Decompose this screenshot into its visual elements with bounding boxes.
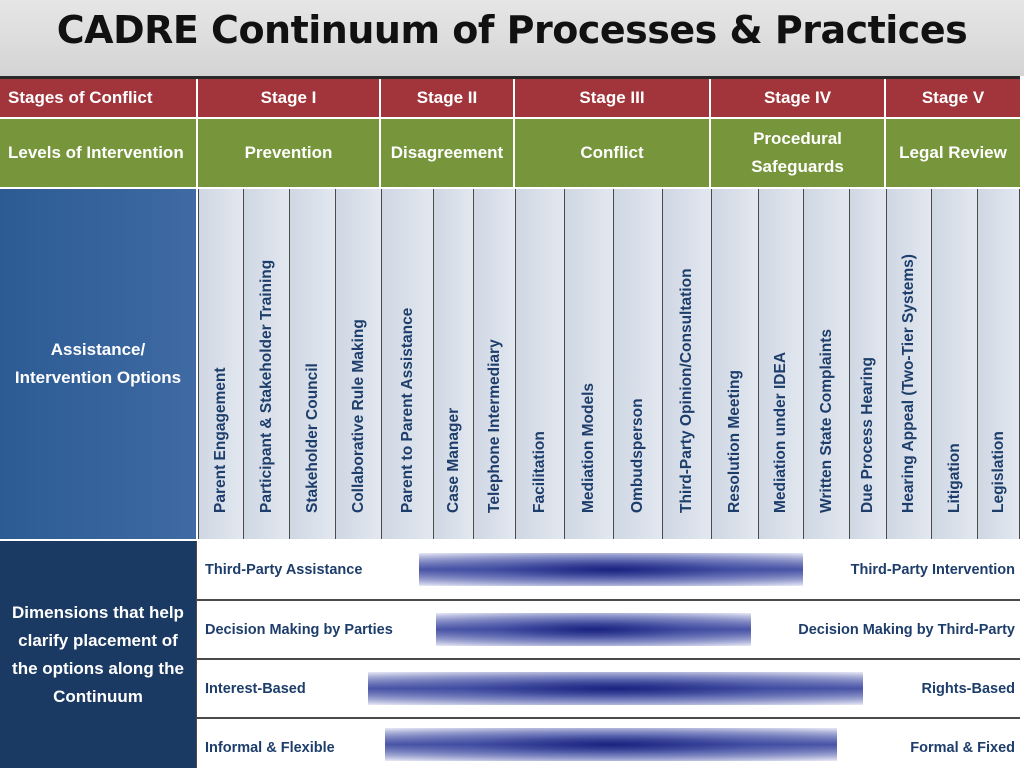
stages-row-label: Stages of Conflict [0,79,198,117]
continuum-arrow-bar [436,613,751,646]
header-divider [0,76,1020,79]
dimension-divider [196,717,1020,719]
dimension-right-label: Decision Making by Third-Party [798,622,1015,638]
option-label: Parent to Parent Assistance [398,307,416,513]
option-column: Facilitation [515,189,564,539]
option-column: Collaborative Rule Making [335,189,381,539]
dimension-row: Decision Making by Parties Decision Maki… [196,601,1021,659]
option-column: Written State Complaints [803,189,849,539]
stage-3: Stage III [515,79,711,117]
dimensions-label: Dimensions that help clarify placement o… [0,541,196,768]
option-column: Due Process Hearing [849,189,886,539]
option-label: Stakeholder Council [303,363,321,513]
dimension-row: Interest-Based Rights-Based [196,660,1021,718]
page-title: CADRE Continuum of Processes & Practices [56,8,968,52]
option-label: Third-Party Opinion/Consultation [678,268,695,513]
level-disagreement: Disagreement [381,119,515,187]
dimension-left-label: Interest-Based [205,681,306,697]
right-margin [1020,76,1024,768]
row-separator [0,539,1020,541]
dimension-right-label: Third-Party Intervention [850,562,1015,578]
dimension-right-label: Formal & Fixed [910,740,1015,756]
option-label: Written State Complaints [817,328,835,513]
stage-1: Stage I [198,79,381,117]
row-separator [0,187,1020,189]
option-label: Participant & Stakeholder Training [257,259,275,513]
stage-5: Stage V [886,79,1020,117]
option-column: Stakeholder Council [289,189,335,539]
option-label: Mediation Models [580,382,597,513]
continuum-arrow-bar [419,553,803,586]
continuum-arrow-bar [385,728,837,761]
stage-4: Stage IV [711,79,886,117]
dimension-divider [196,599,1020,601]
option-column: Hearing Appeal (Two-Tier Systems) [886,189,931,539]
row-separator [0,117,1020,119]
dimension-left-label: Informal & Flexible [205,740,335,756]
option-label: Due Process Hearing [859,357,876,513]
option-label: Litigation [945,443,963,513]
dimension-left-label: Third-Party Assistance [205,562,363,578]
dimension-divider [196,658,1020,660]
option-column: Parent to Parent Assistance [381,189,433,539]
option-label: Telephone Intermediary [485,339,503,513]
option-label: Facilitation [531,431,548,513]
option-label: Mediation under IDEA [772,351,789,513]
option-label: Collaborative Rule Making [349,319,367,513]
option-column: Legislation [977,189,1020,539]
level-conflict: Conflict [515,119,711,187]
title-bar: CADRE Continuum of Processes & Practices [0,0,1024,76]
option-label: Parent Engagement [212,367,229,513]
dimension-right-label: Rights-Based [921,681,1015,697]
level-prevention: Prevention [198,119,381,187]
continuum-arrow-bar [368,672,863,705]
dimension-row: Third-Party Assistance Third-Party Inter… [196,541,1021,599]
assistance-options-label: Assistance/Intervention Options [0,189,196,539]
levels-row-label: Levels of Intervention [0,119,198,187]
option-column: Litigation [931,189,977,539]
option-column: Case Manager [433,189,473,539]
option-label: Case Manager [444,407,462,513]
option-column: Ombudsperson [613,189,662,539]
option-column: Resolution Meeting [711,189,758,539]
option-label: Hearing Appeal (Two-Tier Systems) [900,254,917,513]
dimension-left-label: Decision Making by Parties [205,622,393,638]
dimension-row: Informal & Flexible Formal & Fixed [196,719,1021,768]
option-column: Participant & Stakeholder Training [243,189,289,539]
option-column: Telephone Intermediary [473,189,515,539]
option-label: Resolution Meeting [726,370,743,513]
option-column: Parent Engagement [198,189,243,539]
option-label: Legislation [989,431,1007,513]
option-column: Mediation Models [564,189,613,539]
option-column: Mediation under IDEA [758,189,803,539]
option-label: Ombudsperson [629,398,646,513]
level-legal-review: Legal Review [886,119,1020,187]
option-column: Third-Party Opinion/Consultation [662,189,711,539]
stage-2: Stage II [381,79,515,117]
